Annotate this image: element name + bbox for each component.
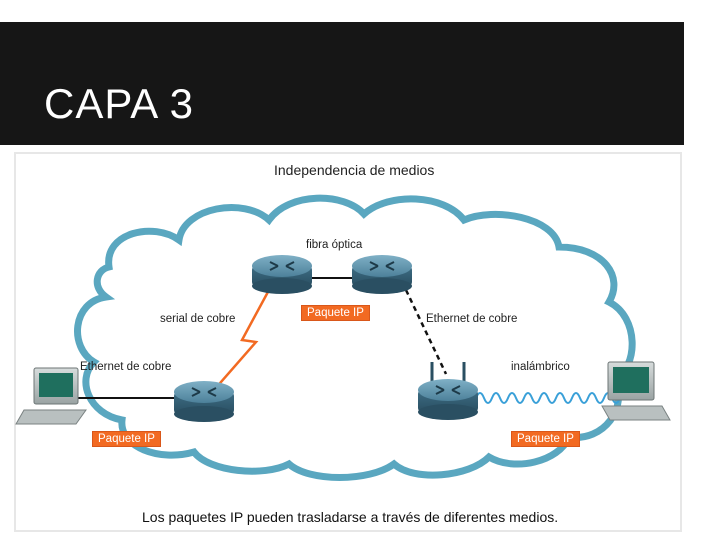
computer-icon [601, 361, 671, 421]
slide-header-bar [0, 22, 684, 145]
serial-label: serial de cobre [160, 313, 236, 325]
ethernet-label-right: Ethernet de cobre [426, 313, 518, 325]
ip-packet-badge: Paquete IP [92, 431, 161, 447]
wireless-label: inalámbrico [511, 361, 570, 373]
network-diagram [15, 194, 671, 481]
computer-icon [15, 367, 87, 425]
ip-packet-badge: Paquete IP [301, 305, 370, 321]
slide-title: CAPA 3 [44, 80, 194, 127]
router-icon [174, 381, 234, 422]
wireless-link [475, 392, 621, 404]
serial-copper-link [213, 289, 271, 391]
router-icon [352, 255, 412, 294]
ip-packet-badge: Paquete IP [511, 431, 580, 447]
diagram-caption: Los paquetes IP pueden trasladarse a tra… [142, 509, 559, 525]
diagram-title: Independencia de medios [274, 162, 435, 178]
figure-border [14, 152, 682, 532]
media-independence-figure: Independencia de medios fibra óptica ser… [14, 152, 682, 532]
wireless-router-icon [418, 362, 478, 420]
ethernet-copper-link-right [404, 289, 448, 375]
ethernet-label-left: Ethernet de cobre [80, 361, 172, 373]
router-icon [252, 255, 312, 294]
fiber-label: fibra óptica [306, 239, 363, 251]
